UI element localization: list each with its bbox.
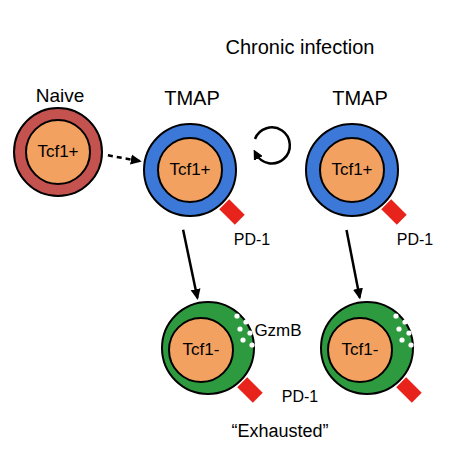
differentiation-arrow xyxy=(347,230,360,298)
cell-heading: “Exhausted” xyxy=(215,421,345,442)
marker-text: Tcf1- xyxy=(342,340,379,360)
marker-text: Tcf1- xyxy=(183,340,220,360)
nucleus: Tcf1+ xyxy=(25,119,91,185)
nucleus: Tcf1+ xyxy=(157,137,223,203)
receptor-label: PD-1 xyxy=(222,231,282,249)
cell-heading: GzmB xyxy=(248,321,308,341)
cell-heading: TMAP xyxy=(132,87,252,110)
nucleus: Tcf1+ xyxy=(319,137,385,203)
nucleus: Tcf1- xyxy=(168,317,234,383)
exhausted-cell: GzmBTcf1- xyxy=(161,301,255,395)
tmap-cell: TMAPTcf1+ xyxy=(143,123,237,217)
naive-cell: NaiveTcf1+ xyxy=(13,107,103,197)
nucleus: Tcf1- xyxy=(327,317,393,383)
receptor-label: PD-1 xyxy=(385,231,445,249)
cell-heading: Naive xyxy=(0,85,125,107)
marker-text: Tcf1+ xyxy=(37,142,78,162)
marker-text: Tcf1+ xyxy=(331,160,372,180)
marker-text: Tcf1+ xyxy=(169,160,210,180)
self-renewal-arrow xyxy=(255,127,290,163)
cell-heading: TMAP xyxy=(300,87,420,110)
receptor-label: PD-1 xyxy=(270,388,330,406)
differentiation-arrow xyxy=(183,230,197,298)
exhausted-cell: “Exhausted”Tcf1- xyxy=(320,301,414,395)
diagram-title: Chronic infection xyxy=(180,36,420,59)
dashed-arrow xyxy=(108,155,140,161)
tmap-cell: TMAPTcf1+ xyxy=(305,123,399,217)
